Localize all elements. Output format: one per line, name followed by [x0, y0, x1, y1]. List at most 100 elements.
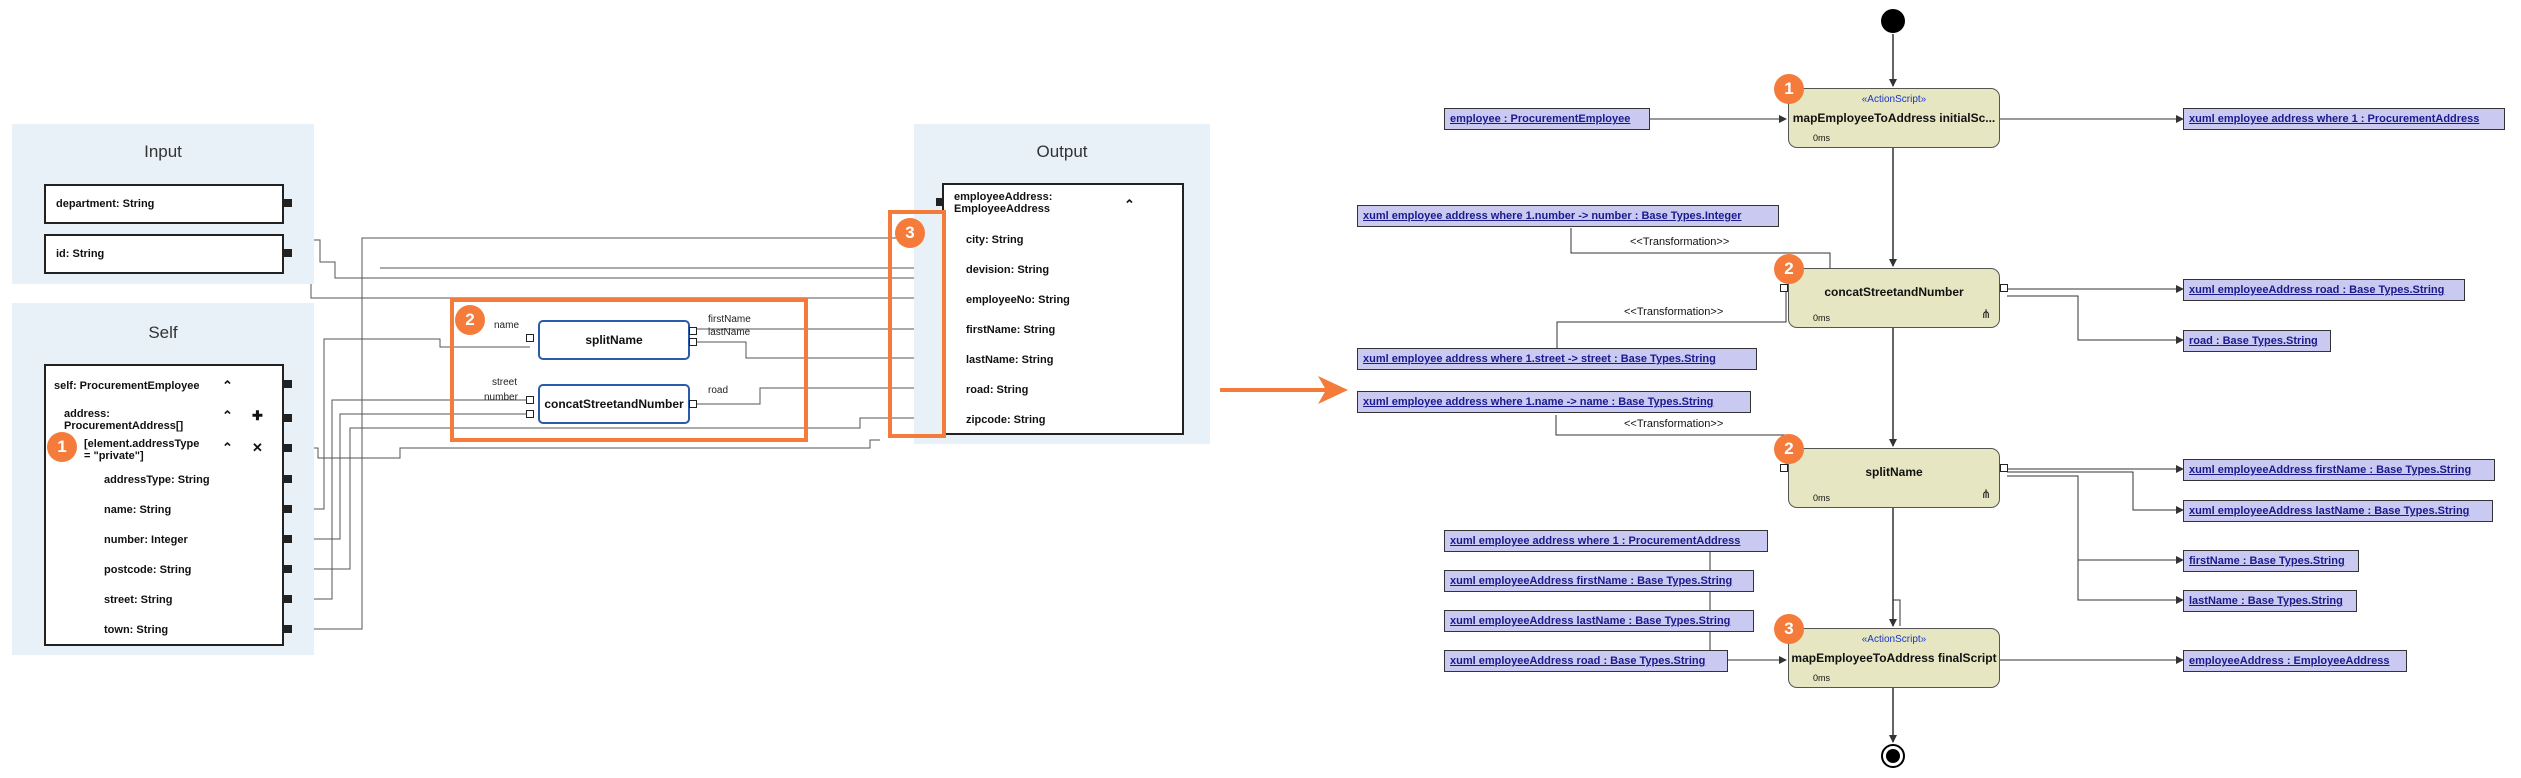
- self-field-postcode: postcode: String: [104, 564, 192, 576]
- node-time: 0ms: [1813, 493, 1831, 503]
- output-port[interactable]: [284, 475, 292, 483]
- collapse-icon[interactable]: ⌃: [1124, 197, 1135, 212]
- output-highlight: [888, 210, 946, 438]
- input-port[interactable]: [936, 198, 944, 206]
- output-field-lastname: lastName: String: [966, 354, 1054, 366]
- action-node-initialscript[interactable]: «ActionScript» mapEmployeeToAddress init…: [1788, 88, 2000, 148]
- input-pin[interactable]: [1780, 284, 1788, 292]
- fork-icon: ⋔: [1980, 487, 1991, 501]
- input-pin[interactable]: [1780, 464, 1788, 472]
- split-input-label: name: [494, 320, 520, 331]
- splitname-function[interactable]: splitName: [538, 320, 690, 360]
- transformation-label: <<Transformation>>: [1624, 306, 1724, 318]
- output-port[interactable]: [284, 505, 292, 513]
- filter-label-line1: [element.addressType: [84, 438, 200, 450]
- input-port[interactable]: [526, 334, 534, 342]
- node-name: splitName: [1865, 465, 1923, 479]
- transformation-label: <<Transformation>>: [1630, 236, 1730, 248]
- object-node[interactable]: xuml employeeAddress lastName : Base Typ…: [1444, 610, 1754, 632]
- transformation-label: <<Transformation>>: [1624, 418, 1724, 430]
- object-node[interactable]: xuml employeeAddress road : Base Types.S…: [1444, 650, 1728, 672]
- node-badge-3: 2: [1774, 434, 1804, 464]
- node-time: 0ms: [1813, 133, 1831, 143]
- final-node: [1881, 744, 1905, 768]
- node-time: 0ms: [1813, 313, 1831, 323]
- output-port[interactable]: [284, 414, 292, 422]
- address-label-line2: ProcurementAddress[]: [64, 420, 184, 432]
- object-node[interactable]: employee : ProcurementEmployee: [1444, 108, 1650, 130]
- split-output-label-1: firstName: [708, 314, 751, 325]
- node-badge-4: 3: [1774, 614, 1804, 644]
- output-tree: employeeAddress: EmployeeAddress ⌃ city:…: [942, 183, 1184, 435]
- transition-arrow: [1220, 376, 1348, 404]
- output-field-devision: devision: String: [966, 264, 1050, 276]
- output-port[interactable]: [689, 327, 697, 335]
- output-panel-title: Output: [1036, 142, 1088, 161]
- collapse-icon[interactable]: ⌃: [222, 408, 233, 423]
- object-node[interactable]: firstName : Base Types.String: [2183, 550, 2359, 572]
- object-node[interactable]: xuml employeeAddress road : Base Types.S…: [2183, 279, 2465, 301]
- self-panel-title: Self: [148, 323, 178, 342]
- concat-output-label: road: [708, 385, 729, 396]
- object-node[interactable]: xuml employee address where 1 : Procurem…: [1444, 530, 1768, 552]
- output-field-road: road: String: [966, 384, 1029, 396]
- input-panel-title: Input: [144, 142, 182, 161]
- output-port[interactable]: [284, 565, 292, 573]
- activity-object-flows: [1555, 115, 2184, 664]
- input-port[interactable]: [526, 410, 534, 418]
- output-port[interactable]: [284, 199, 292, 207]
- output-field-zipcode: zipcode: String: [966, 414, 1046, 426]
- node-time: 0ms: [1813, 673, 1831, 683]
- object-node[interactable]: employeeAddress : EmployeeAddress: [2183, 650, 2407, 672]
- input-field-id[interactable]: id: String: [44, 234, 284, 274]
- output-field-employeeno: employeeNo: String: [966, 294, 1070, 306]
- concat-function[interactable]: concatStreetandNumber: [538, 384, 690, 424]
- output-port[interactable]: [689, 338, 697, 346]
- output-port[interactable]: [284, 380, 292, 388]
- node-name: mapEmployeeToAddress initialSc...: [1792, 111, 1996, 125]
- object-node[interactable]: xuml employeeAddress firstName : Base Ty…: [2183, 459, 2495, 481]
- output-port[interactable]: [284, 595, 292, 603]
- collapse-icon[interactable]: ⌃: [222, 440, 233, 455]
- object-node[interactable]: xuml employeeAddress lastName : Base Typ…: [2183, 500, 2493, 522]
- concat-input-label-2: number: [484, 392, 518, 403]
- output-field-firstname: firstName: String: [966, 324, 1056, 336]
- output-port[interactable]: [284, 625, 292, 633]
- self-field-street: street: String: [104, 594, 173, 606]
- object-node[interactable]: xuml employeeAddress firstName : Base Ty…: [1444, 570, 1754, 592]
- self-field-name: name: String: [104, 504, 172, 516]
- step-badge-1: 1: [47, 432, 77, 462]
- self-tree: self: ProcurementEmployee ⌃ address: Pro…: [44, 364, 284, 646]
- output-pin[interactable]: [2000, 284, 2008, 292]
- node-badge-1: 1: [1774, 74, 1804, 104]
- object-node[interactable]: xuml employee address where 1.number -> …: [1357, 205, 1779, 227]
- object-node[interactable]: xuml employee address where 1.name -> na…: [1357, 391, 1751, 413]
- output-port[interactable]: [689, 400, 697, 408]
- action-node-finalscript[interactable]: «ActionScript» mapEmployeeToAddress fina…: [1788, 628, 2000, 688]
- output-port[interactable]: [284, 444, 292, 452]
- fork-icon: ⋔: [1980, 307, 1991, 321]
- object-node[interactable]: xuml employee address where 1.street -> …: [1357, 348, 1757, 370]
- node-stereotype: «ActionScript»: [1861, 94, 1927, 105]
- action-node-splitname[interactable]: splitName 0ms ⋔: [1788, 448, 2000, 508]
- remove-icon[interactable]: ✕: [252, 440, 263, 455]
- output-port[interactable]: [284, 249, 292, 257]
- object-node[interactable]: lastName : Base Types.String: [2183, 590, 2357, 612]
- input-port[interactable]: [526, 396, 534, 404]
- address-label-line1: address:: [64, 408, 110, 420]
- input-field-department[interactable]: department: String: [44, 184, 284, 224]
- output-field-city: city: String: [966, 234, 1024, 246]
- action-node-concat[interactable]: concatStreetandNumber 0ms ⋔: [1788, 268, 2000, 328]
- step-badge-2: 2: [455, 305, 485, 335]
- collapse-icon[interactable]: ⌃: [222, 378, 233, 393]
- add-icon[interactable]: ✚: [252, 408, 263, 423]
- self-root-label: self: ProcurementEmployee: [54, 380, 200, 392]
- output-root-line2: EmployeeAddress: [954, 203, 1050, 215]
- split-output-label-2: lastName: [708, 327, 751, 338]
- step-badge-3: 3: [895, 218, 925, 248]
- output-pin[interactable]: [2000, 464, 2008, 472]
- output-port[interactable]: [284, 535, 292, 543]
- output-root-line1: employeeAddress:: [954, 191, 1053, 203]
- object-node[interactable]: xuml employee address where 1 : Procurem…: [2183, 108, 2505, 130]
- object-node[interactable]: road : Base Types.String: [2183, 330, 2331, 352]
